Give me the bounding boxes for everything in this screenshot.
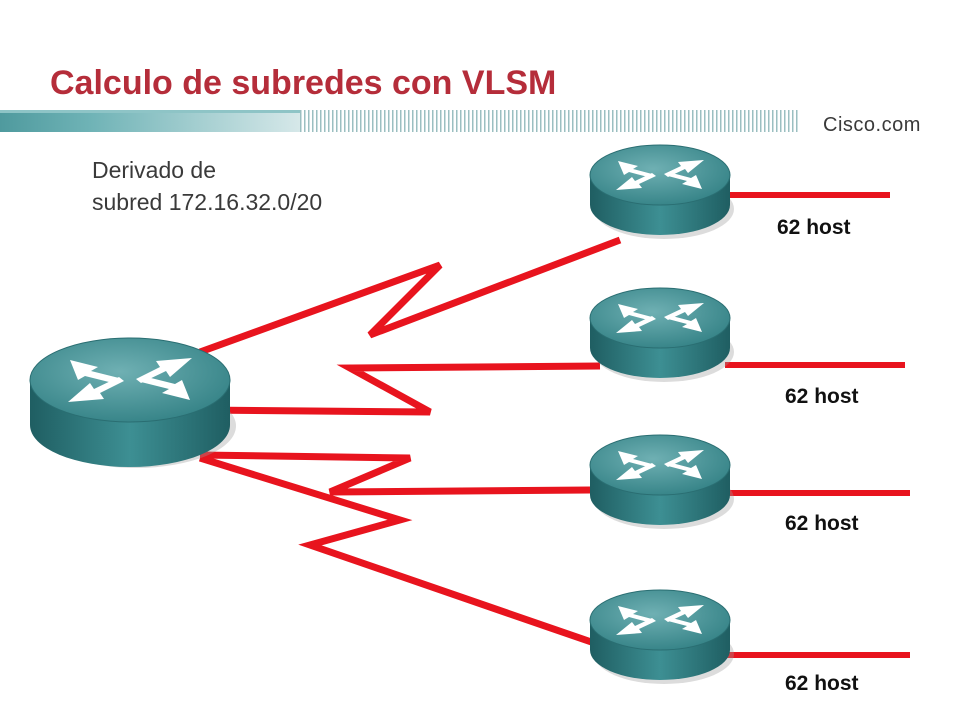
source-subnet-note: Derivado de subred 172.16.32.0/20	[92, 154, 322, 218]
note-line-2: subred 172.16.32.0/20	[92, 189, 323, 215]
host-label-2: 62 host	[785, 385, 859, 408]
router-1-icon	[589, 144, 735, 240]
slide-title: Calculo de subredes con VLSM	[50, 64, 557, 102]
cisco-brand: Cisco.com	[823, 114, 921, 136]
host-label-4: 62 host	[785, 672, 859, 695]
note-line-1: Derivado de	[92, 157, 217, 183]
router-4-icon	[589, 589, 735, 685]
router-3-icon	[589, 434, 735, 530]
host-label-1: 62 host	[777, 216, 851, 239]
serial-link-2	[199, 362, 601, 416]
serial-link-4	[198, 454, 602, 649]
serial-link-3	[199, 451, 591, 496]
core-router-icon	[29, 337, 237, 469]
header-band	[0, 110, 960, 132]
host-label-3: 62 host	[785, 512, 859, 535]
serial-link-1	[198, 236, 622, 356]
router-2-icon	[589, 287, 735, 383]
